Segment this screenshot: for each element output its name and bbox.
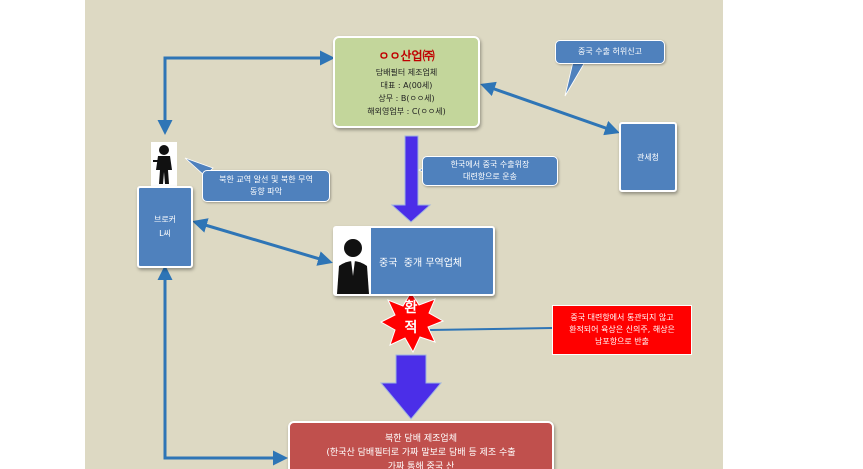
company-ceo: 대표 : A(00세) xyxy=(380,80,433,90)
customs-label: 관세청 xyxy=(636,152,660,162)
person-silhouette-icon xyxy=(335,228,371,294)
transport-callout: 한국에서 중국 수출위장 대련항으로 운송 xyxy=(422,156,558,186)
nk-factory-box: 북한 담배 제조업체 (한국산 담배필터로 가짜 말보로 담배 등 제조 수출 … xyxy=(288,421,554,469)
broker-callout-line-2: 동향 파악 xyxy=(250,187,282,196)
transship-note-line-1: 중국 대련항에서 통관되지 않고 xyxy=(570,313,674,322)
trader-box: 중국 중개 무역업체 xyxy=(333,226,495,296)
company-desc: 담배필터 제조업체 xyxy=(375,67,438,77)
transport-callout-line-1: 한국에서 중국 수출위장 xyxy=(450,160,530,169)
transship-note-line-2: 환적되어 육상은 신의주, 해상은 xyxy=(569,325,675,334)
customs-callout: 중국 수출 허위신고 xyxy=(555,40,665,64)
broker-label: 브로커 xyxy=(153,215,177,224)
flow-arrow-1 xyxy=(390,135,432,223)
nk-factory-line-2: 가짜 통해 중국 산 xyxy=(387,462,455,469)
transship-char-2: 적 xyxy=(404,320,418,336)
company-sales: 해외영업부 : C(ㅇㅇ세) xyxy=(367,106,446,116)
company-box: ㅇㅇ산업㈜ 담배필터 제조업체 대표 : A(00세) 상무 : B(ㅇㅇ세) … xyxy=(333,36,480,128)
transport-callout-line-2: 대련항으로 운송 xyxy=(462,172,518,181)
transship-char-1: 환 xyxy=(404,300,418,316)
connector-red-callout xyxy=(429,327,553,331)
broker-figure-icon xyxy=(151,142,177,186)
trader-label: 중국 중개 무역업체 xyxy=(379,257,463,269)
broker-name: L씨 xyxy=(159,229,171,238)
broker-callout: 북한 교역 알선 및 북한 무역 동향 파악 xyxy=(202,170,330,202)
transship-starburst xyxy=(379,291,445,354)
transship-label: 환 적 xyxy=(399,298,423,346)
customs-callout-text: 중국 수출 허위신고 xyxy=(578,47,642,56)
connector-broker-company xyxy=(157,50,335,135)
company-name: ㅇㅇ산업㈜ xyxy=(378,48,435,63)
connector-layer xyxy=(157,50,620,466)
broker-box: 브로커 L씨 xyxy=(137,186,193,268)
flow-arrow-2 xyxy=(379,354,443,420)
nk-factory-title: 북한 담배 제조업체 xyxy=(385,434,457,444)
connector-broker-trader xyxy=(192,218,333,266)
company-director: 상무 : B(ㅇㅇ세) xyxy=(378,93,435,103)
nk-factory-line-1: (한국산 담배필터로 가짜 말보로 담배 등 제조 수출 xyxy=(326,448,516,458)
connector-company-customs xyxy=(480,81,620,136)
connector-broker-nkfactory xyxy=(157,265,288,466)
broker-callout-line-1: 북한 교역 알선 및 북한 무역 xyxy=(219,175,313,184)
diagram-canvas: ㅇㅇ산업㈜ 담배필터 제조업체 대표 : A(00세) 상무 : B(ㅇㅇ세) … xyxy=(85,0,723,469)
callout-pointer-customs xyxy=(564,61,586,97)
transship-note-line-3: 남포항으로 반출 xyxy=(594,337,650,346)
transship-note-box: 중국 대련항에서 통관되지 않고 환적되어 육상은 신의주, 해상은 남포항으로… xyxy=(552,305,692,355)
customs-box: 관세청 xyxy=(619,122,677,192)
